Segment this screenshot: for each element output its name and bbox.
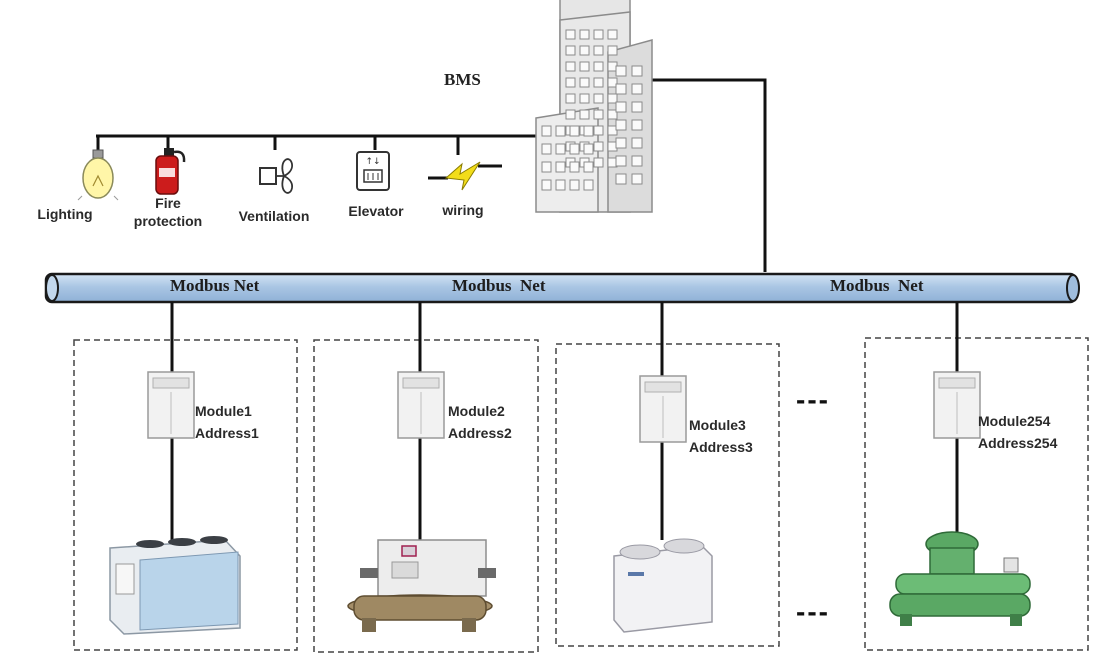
module-1-label: Module1 Address1: [195, 400, 259, 444]
device-label-elevator: Elevator: [348, 203, 404, 219]
modbus-net-label-3: Modbus Net: [830, 276, 924, 295]
building-network-connector: [632, 78, 767, 272]
lightbulb-icon: [77, 149, 119, 201]
module-3-address: Address3: [689, 439, 753, 455]
module-254-name: Module254: [978, 413, 1051, 429]
module-controller-icon: [639, 375, 687, 443]
device-label-lighting: Lighting: [37, 206, 93, 222]
modbus-net-label-1: Modbus Net: [170, 276, 260, 295]
module-controller-icon: [147, 371, 195, 439]
modbus-net-pipe: [44, 272, 1080, 304]
module-1-address: Address1: [195, 425, 259, 441]
module-2-label: Module2 Address2: [448, 400, 512, 444]
module-2-address: Address2: [448, 425, 512, 441]
module-3-name: Module3: [689, 417, 746, 433]
module-controller-icon: [397, 371, 445, 439]
ellipsis-lower: ---: [796, 596, 830, 627]
module-box-2: [313, 339, 539, 653]
module-254-address: Address254: [978, 435, 1058, 451]
modbus-net-label-2: Modbus Net: [452, 276, 546, 295]
device-label-wiring: wiring: [442, 202, 484, 218]
module-3-label: Module3 Address3: [689, 414, 753, 458]
module-box-1: [73, 339, 298, 651]
module-box-254: [864, 337, 1089, 651]
fire-extinguisher-icon: [155, 148, 186, 195]
bms-label: BMS: [444, 70, 481, 89]
module-2-name: Module2: [448, 403, 505, 419]
building-windows: [541, 29, 643, 191]
module-254-label: Module254 Address254: [978, 410, 1057, 454]
module-box-3: [555, 343, 780, 647]
ellipsis-upper: ---: [796, 384, 830, 415]
air-cooled-chiller-icon: [109, 536, 241, 635]
elevator-icon: ↑↓: [356, 151, 390, 191]
water-cooled-chiller-icon: [347, 539, 496, 632]
device-label-fire-protection: Fire protection: [133, 195, 203, 229]
module-1-name: Module1: [195, 403, 252, 419]
outdoor-unit-icon: [613, 538, 713, 633]
ventilation-fan-icon: [259, 158, 294, 194]
device-label-ventilation: Ventilation: [238, 208, 310, 224]
module-controller-icon: [933, 371, 981, 439]
svg-text:↑↓: ↑↓: [365, 157, 380, 167]
centrifugal-chiller-icon: [889, 531, 1031, 626]
lightning-bolt-icon: [428, 161, 502, 191]
